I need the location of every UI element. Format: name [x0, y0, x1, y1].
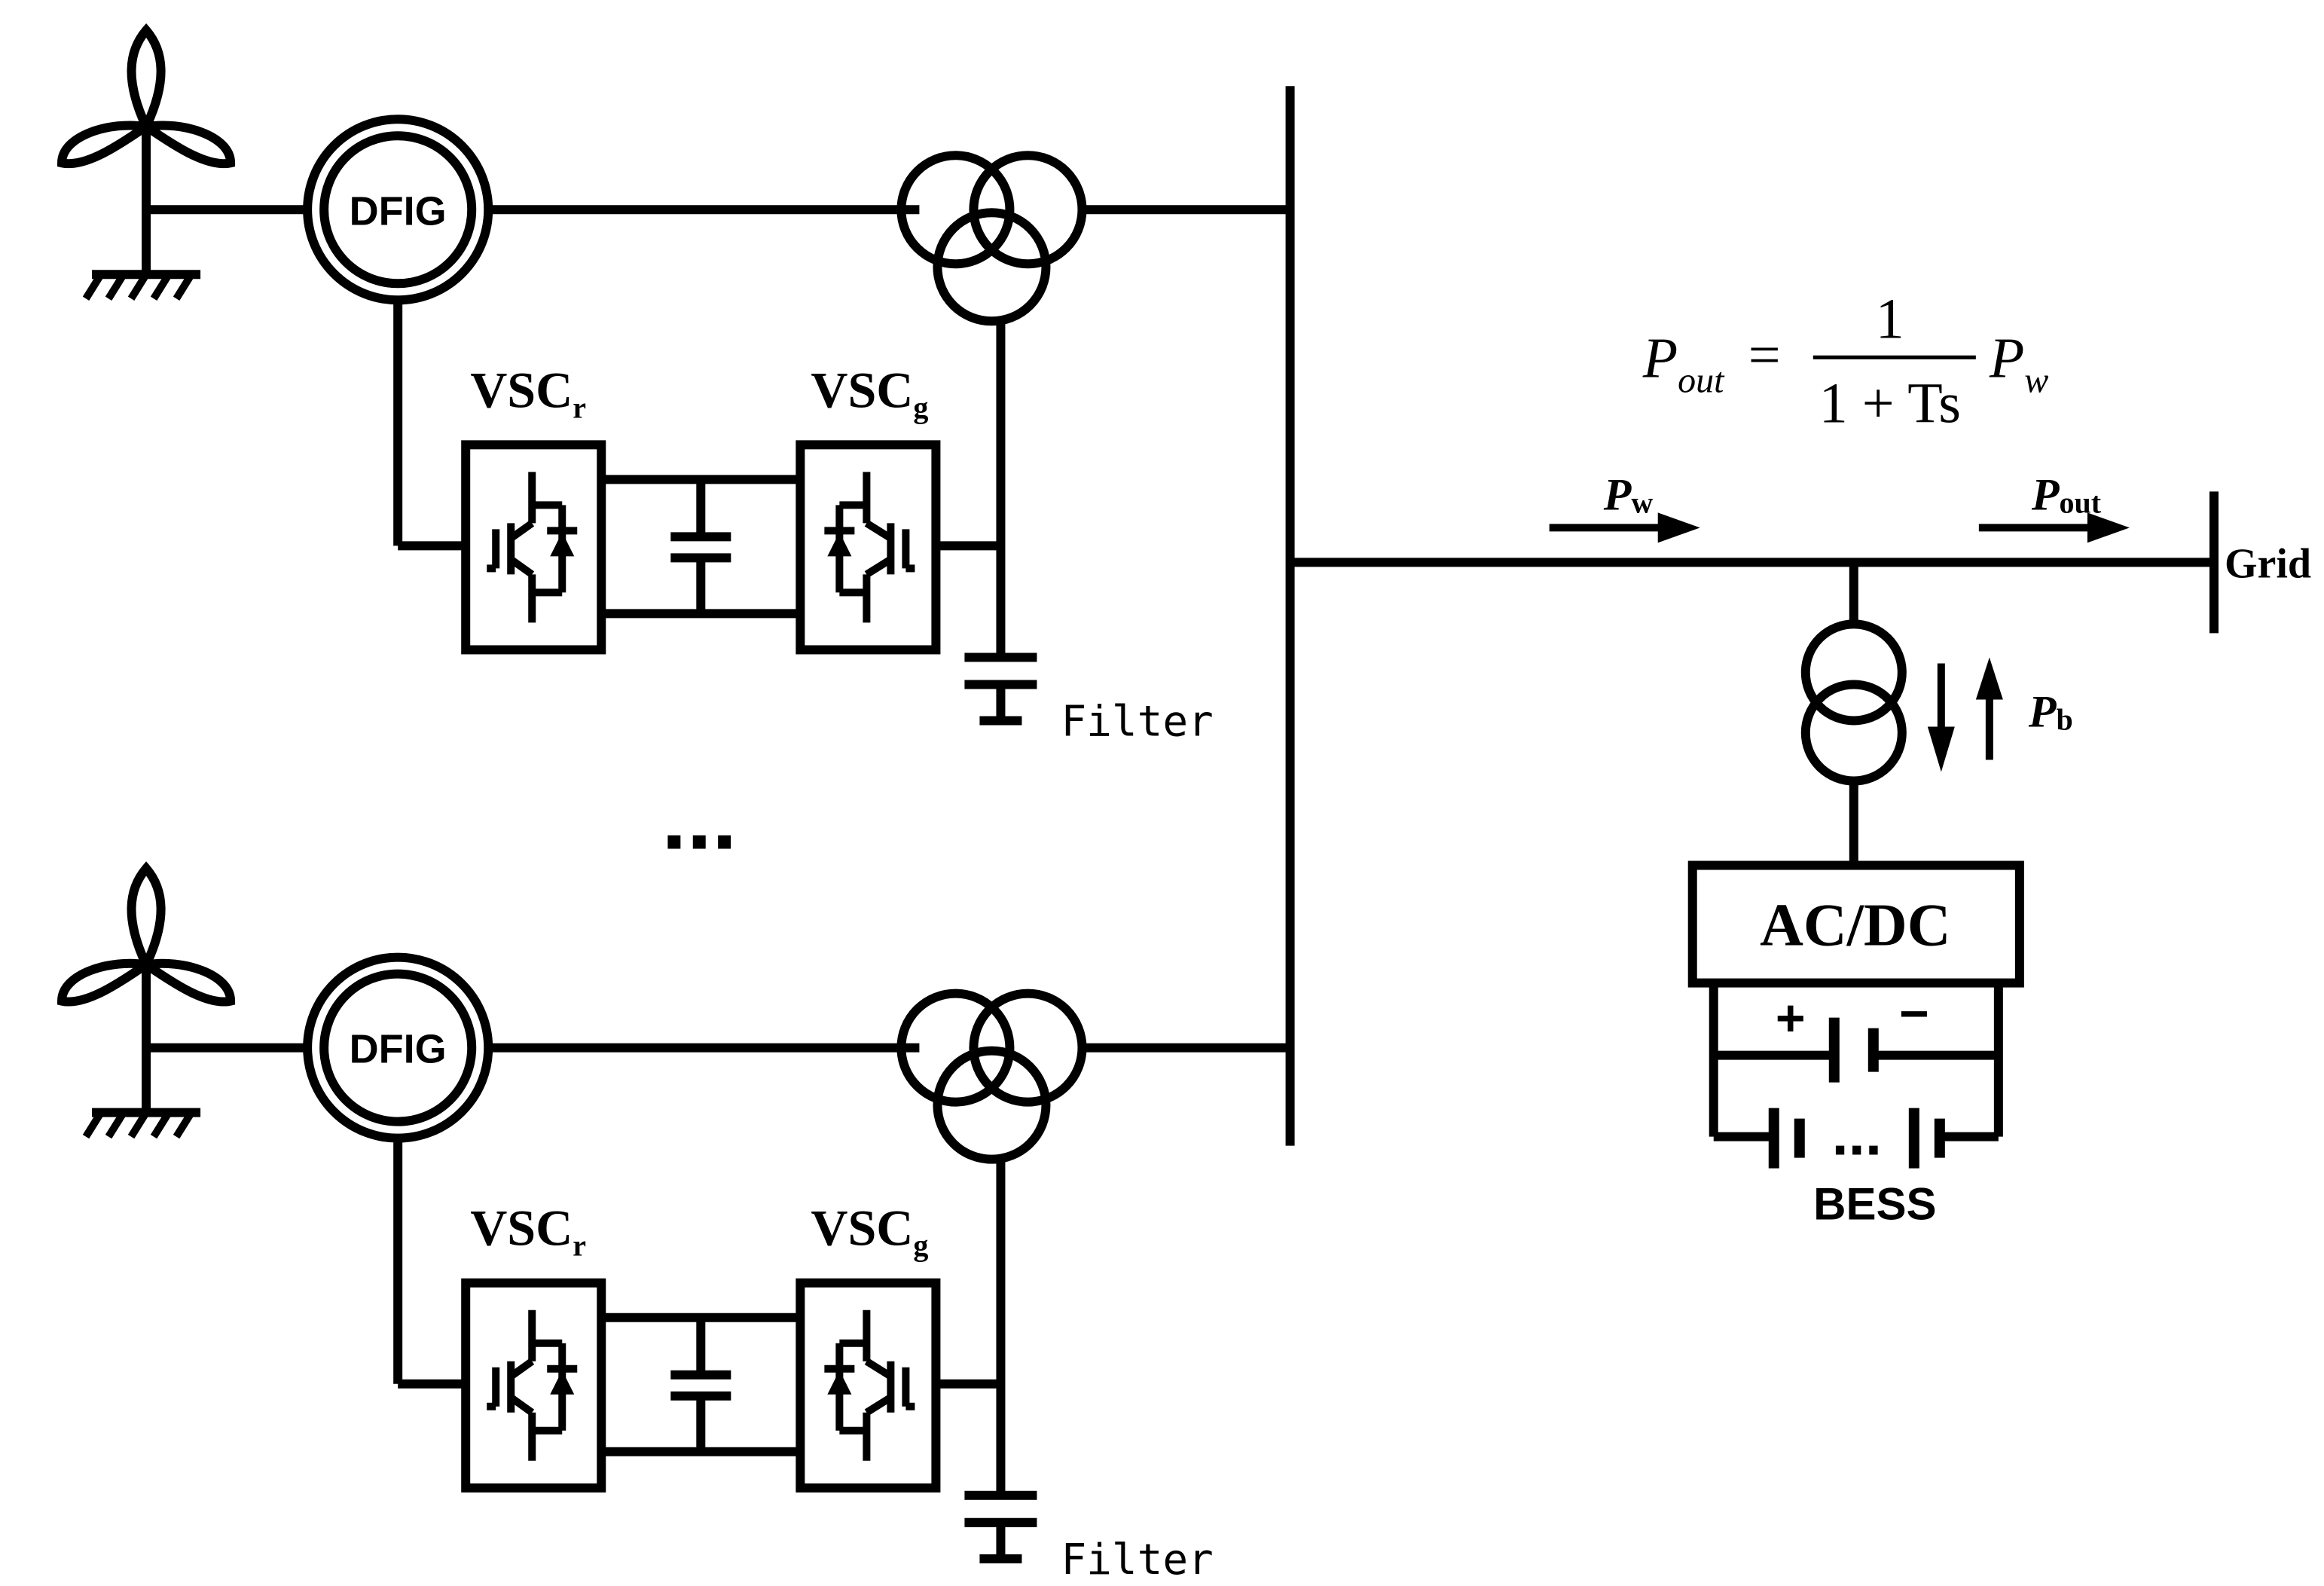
filter-capacitor-icon: [964, 1490, 1037, 1563]
svg-text:Pout: Pout: [1642, 326, 1725, 400]
svg-text:VSCr: VSCr: [470, 361, 586, 424]
wind-turbine-icon: [62, 869, 231, 1137]
dc-link-capacitor-icon: [670, 1317, 731, 1452]
svg-text:VSCg: VSCg: [811, 1199, 928, 1263]
dfig-label: DFIG: [350, 1027, 447, 1072]
bess-label: BESS: [1813, 1179, 1936, 1230]
svg-text:VSCg: VSCg: [811, 361, 928, 424]
turbine-unit-1: DFIG VSCr VSCg: [62, 30, 1290, 746]
rotor-converter-label: VSCr: [470, 1199, 586, 1263]
battery-dots: ...: [1831, 1101, 1882, 1168]
acdc-label: AC/DC: [1760, 893, 1950, 959]
battery-plus-label: +: [1776, 990, 1806, 1047]
more-units-ellipsis: ...: [661, 768, 737, 869]
three-winding-transformer-icon: [901, 155, 1082, 321]
battery-bank-icon: [1709, 982, 2003, 1169]
wind-turbine-icon: [62, 30, 231, 298]
svg-text:1: 1: [1876, 287, 1904, 350]
filter-label: Filter: [1061, 697, 1213, 746]
bess-transformer-icon: [1800, 619, 1907, 786]
filter-label: Filter: [1061, 1536, 1213, 1584]
three-winding-transformer-icon: [901, 994, 1082, 1160]
turbine-unit-2: DFIG VSCr VSCg: [62, 869, 1290, 1584]
svg-text:1 + Ts: 1 + Ts: [1819, 371, 1961, 435]
pb-label: Pb: [2028, 686, 2073, 736]
grid-converter-label: VSCg: [811, 1199, 928, 1263]
pw-label: Pw: [1603, 469, 1654, 519]
grid-side-converter-icon: [800, 1283, 936, 1488]
acdc-converter-box: [1687, 860, 2024, 988]
pout-label: Pout: [2031, 469, 2102, 519]
battery-minus-label: −: [1899, 986, 1929, 1043]
svg-text:VSCr: VSCr: [470, 1199, 586, 1263]
pout-flow-arrow-icon: [1978, 512, 2130, 543]
dc-link-capacitor-icon: [670, 479, 731, 614]
grid-label: Grid: [2225, 540, 2311, 587]
rotor-converter-label: VSCr: [470, 361, 586, 424]
rotor-side-converter-icon: [466, 1283, 601, 1488]
grid-side-converter-icon: [800, 445, 936, 649]
dfig-label: DFIG: [350, 188, 447, 234]
pb-flow-arrows-icon: [1927, 657, 2003, 772]
grid-converter-label: VSCg: [811, 361, 928, 424]
svg-text:Pw: Pw: [1989, 326, 2048, 400]
pw-flow-arrow-icon: [1549, 512, 1700, 543]
svg-text:=: =: [1748, 323, 1781, 387]
transfer-function-formula: Pout = 1 1 + Ts Pw: [1642, 287, 2049, 435]
rotor-side-converter-icon: [466, 445, 601, 649]
filter-capacitor-icon: [964, 652, 1037, 726]
